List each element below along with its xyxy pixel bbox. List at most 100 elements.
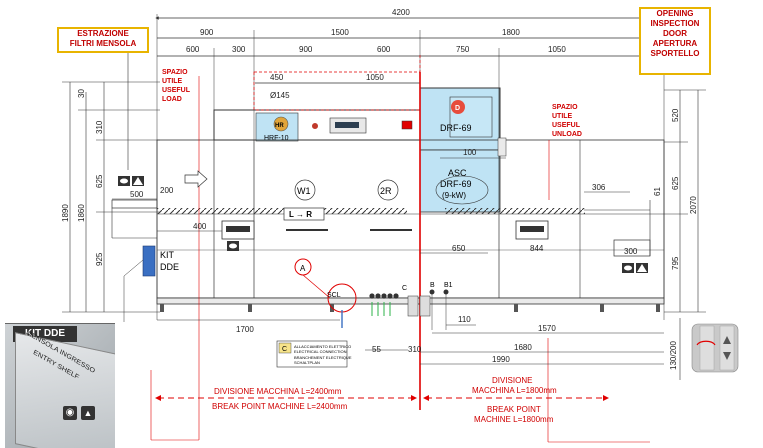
- dim-900: 900: [200, 28, 214, 37]
- w1-label: W1: [297, 186, 311, 196]
- wash-zone-w1: [294, 179, 316, 201]
- asc-model: DRF-69: [440, 179, 472, 189]
- dim-1050a: 1050: [548, 45, 566, 54]
- eye-icon: [118, 176, 130, 186]
- electrical-legend: C ALLACCIAMENTO ELETTRICO ELECTRICAL CON…: [276, 340, 352, 368]
- dim-61: 61: [653, 187, 662, 196]
- kit-label-1: KIT: [160, 250, 175, 260]
- dim-1680: 1680: [514, 343, 532, 352]
- dim-310-bottom: 310: [408, 345, 422, 354]
- connection-markers: A SCL C B B1: [294, 258, 453, 330]
- d-badge-label: D: [455, 105, 460, 112]
- bottom-dimensions: 1700 55 310 110 1570 1680 1990: [157, 315, 664, 365]
- dim-100: 100: [463, 148, 477, 157]
- load-line-3: USEFUL: [162, 87, 191, 94]
- dim-200: 200: [160, 186, 174, 195]
- indicator-light: [312, 123, 318, 129]
- dim-2070: 2070: [689, 196, 698, 214]
- dim-600b: 600: [377, 45, 391, 54]
- dim-1500: 1500: [331, 28, 349, 37]
- callout-line-2: FILTRI MENSOLA: [69, 39, 137, 48]
- eye-icon: [622, 263, 634, 273]
- dim-300: 300: [232, 45, 246, 54]
- callout-line-1: ESTRAZIONE: [77, 29, 129, 38]
- dim-625-right: 625: [671, 176, 680, 190]
- dim-total: 4200: [392, 8, 410, 17]
- direction-label: L → R: [289, 210, 312, 219]
- marker-b: B: [430, 282, 435, 289]
- kit-dde-unit: KIT DDE: [123, 245, 179, 322]
- rinse-zone-2r: [377, 179, 399, 201]
- callout-line-1: OPENING: [656, 9, 694, 18]
- callout-line-4: APERTURA: [652, 39, 698, 48]
- useful-load-label: SPAZIO UTILE USEFUL LOAD: [162, 69, 191, 103]
- useful-unload-label: SPAZIO UTILE USEFUL UNLOAD: [552, 104, 582, 138]
- dim-520: 520: [671, 108, 680, 122]
- legend-line-1: ALLACCIAMENTO ELETTRICO: [294, 344, 351, 349]
- dim-750: 750: [456, 45, 470, 54]
- kit-shelf-photo: MENSOLA INGRESSO ENTRY SHELF: [15, 330, 115, 448]
- emergency-switch: [401, 120, 413, 130]
- unload-line-3: USEFUL: [552, 122, 581, 129]
- warning-icon: [132, 176, 144, 186]
- dim-1990: 1990: [492, 355, 510, 364]
- dim-130-200: 130/200: [669, 341, 678, 370]
- control-display: [335, 122, 359, 128]
- dim-650: 650: [452, 244, 466, 253]
- legend-line-3: BRANCHEMENT ELECTRIQUE: [294, 355, 352, 360]
- legend-line-4: SCHALTPLAN: [294, 360, 320, 365]
- kit-dde-panel: KIT DDE MENSOLA INGRESSO ENTRY SHELF ◉ ▲: [5, 323, 115, 448]
- inspection-door-illustration: [691, 323, 739, 373]
- break-right-1: DIVISIONE: [492, 376, 532, 385]
- asc-label: ASC: [448, 168, 467, 178]
- filter-extraction-callout: ESTRAZIONE FILTRI MENSOLA: [57, 27, 149, 53]
- inspection-door-callout: OPENING INSPECTION DOOR APERTURA SPORTEL…: [639, 7, 711, 75]
- dim-400: 400: [193, 222, 207, 231]
- asc-power: (9-kW): [442, 191, 466, 200]
- dim-30: 30: [77, 89, 86, 98]
- load-line-1: SPAZIO: [162, 69, 188, 76]
- eye-icon: ◉: [63, 406, 77, 420]
- callout-line-5: SPORTELLO: [650, 49, 700, 58]
- break-right-4: MACHINE L=1800mm: [474, 415, 554, 424]
- break-left-1: DIVISIONE MACCHINA L=2400mm: [214, 387, 342, 396]
- r2-label: 2R: [380, 186, 392, 196]
- load-line-4: LOAD: [162, 96, 182, 103]
- warning-icon: ▲: [81, 406, 95, 420]
- load-direction-arrow: [184, 170, 208, 188]
- dim-306: 306: [592, 183, 606, 192]
- legend-line-2: ELECTRICAL CONNECTION: [294, 349, 347, 354]
- legend-symbol: C: [282, 346, 287, 353]
- dim-500: 500: [130, 190, 144, 199]
- dim-1570: 1570: [538, 324, 556, 333]
- module-labels: HR HRF-10 D DRF-69 100 ASC DRF-69 (9-kW)…: [112, 96, 662, 273]
- break-right-2: MACCHINA L=1800mm: [472, 386, 557, 395]
- machine-body: [111, 52, 665, 443]
- dim-625-left: 625: [95, 174, 104, 188]
- dim-1050b: 1050: [366, 73, 384, 82]
- load-line-2: UTILE: [162, 78, 183, 85]
- break-point-markers: DIVISIONE MACCHINA L=2400mm BREAK POINT …: [155, 376, 609, 424]
- warning-icon: [636, 263, 648, 273]
- break-right-3: BREAK POINT: [487, 405, 541, 414]
- hr-badge-label: HR: [275, 123, 284, 129]
- top-dimensions: 4200 900 1500 1800 600 300 900 600 750 1…: [155, 8, 666, 320]
- dim-600a: 600: [186, 45, 200, 54]
- callout-line-3: DOOR: [663, 29, 687, 38]
- dim-900b: 900: [299, 45, 313, 54]
- dim-450: 450: [270, 73, 284, 82]
- dim-55: 55: [372, 345, 381, 354]
- dim-1890: 1890: [61, 204, 70, 222]
- drf-label: DRF-69: [440, 123, 472, 133]
- dim-300-right: 300: [624, 247, 638, 256]
- direction-badge: [283, 207, 325, 221]
- dim-110: 110: [458, 315, 471, 324]
- dim-310: 310: [95, 120, 104, 134]
- unload-line-2: UTILE: [552, 113, 573, 120]
- dim-1700: 1700: [236, 325, 254, 334]
- dim-1800: 1800: [502, 28, 520, 37]
- unload-line-4: UNLOAD: [552, 131, 582, 138]
- unload-line-1: SPAZIO: [552, 104, 578, 111]
